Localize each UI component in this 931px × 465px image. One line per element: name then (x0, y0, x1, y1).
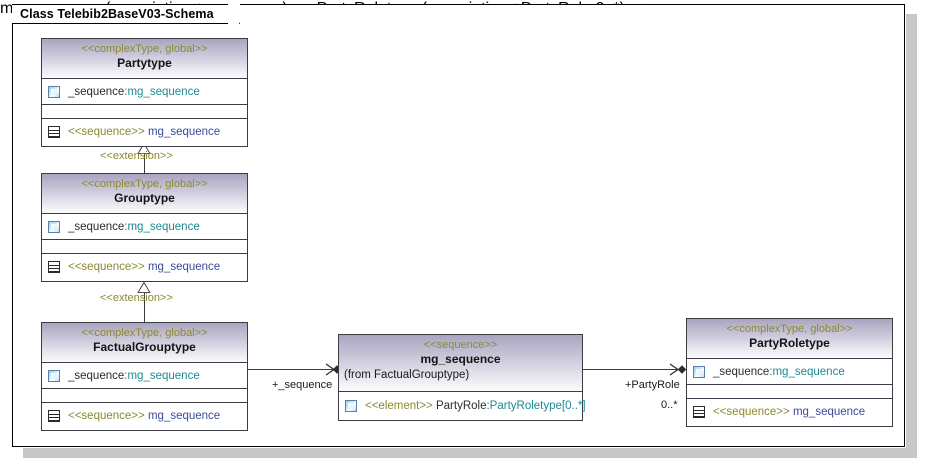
sequence-row-factualgrouptype[interactable]: <<sequence>> mg_sequence (42, 403, 247, 429)
class-header-mg-sequence: <<sequence>> mg_sequence (from FactualGr… (339, 335, 582, 392)
association-arrowhead-sequence (325, 363, 340, 376)
attribute-name-factualgrouptype: _sequence (68, 369, 125, 382)
class-box-factualgrouptype[interactable]: <<complexType, global>> FactualGrouptype… (41, 322, 248, 431)
sequence-icon (48, 410, 60, 422)
sequence-name-factualgrouptype: mg_sequence (147, 410, 221, 422)
association-arrowhead-partyrole (669, 363, 687, 376)
sequence-name-partytype: mg_sequence (147, 126, 221, 138)
stereotype-grouptype: <<complexType, global>> (81, 178, 208, 190)
attribute-type-grouptype: :mg_sequence (124, 220, 200, 233)
sequence-stereotype-partytype: <<sequence>> (68, 126, 145, 138)
element-text-mg-sequence: <<element>> PartyRole:PartyRoletype[0..*… (365, 399, 586, 413)
attribute-text-partyroletype: _sequence:mg_sequence (713, 365, 845, 379)
attribute-icon (48, 85, 60, 98)
element-type-mg-sequence: :PartyRoletype[0..*] (486, 400, 586, 412)
stereotype-factualgrouptype: <<complexType, global>> (81, 327, 208, 339)
classname-mg-sequence: mg_sequence (420, 352, 501, 366)
frame-shadow-bottom (23, 448, 917, 458)
classname-grouptype: Grouptype (114, 191, 175, 205)
association-role-sequence: +_sequence (272, 379, 333, 391)
association-role-partyrole: +PartyRole (625, 379, 680, 391)
attribute-type-factualgrouptype: :mg_sequence (124, 369, 200, 382)
empty-compartment-partytype (42, 105, 247, 119)
classname-partytype: Partytype (117, 56, 172, 70)
element-name-mg-sequence: PartyRole (435, 400, 487, 412)
class-header-grouptype: <<complexType, global>> Grouptype (42, 174, 247, 214)
sequence-name-grouptype: mg_sequence (147, 261, 221, 273)
sequence-icon (693, 406, 705, 418)
attribute-text-partytype: _sequence:mg_sequence (68, 85, 200, 99)
attribute-name-partyroletype: _sequence (713, 365, 770, 378)
attribute-type-partyroletype: :mg_sequence (769, 365, 845, 378)
sequence-text-factualgrouptype: <<sequence>> mg_sequence (68, 409, 220, 423)
sequence-row-partytype[interactable]: <<sequence>> mg_sequence (42, 119, 247, 145)
attribute-text-grouptype: _sequence:mg_sequence (68, 220, 200, 234)
stereotype-partyroletype: <<complexType, global>> (726, 323, 853, 335)
extension-line-factual-to-grouptype (144, 292, 145, 322)
class-box-partytype[interactable]: <<complexType, global>> Partytype _seque… (41, 38, 248, 147)
empty-compartment-grouptype (42, 240, 247, 254)
attribute-icon (48, 220, 60, 233)
sequence-icon (48, 126, 60, 138)
attribute-name-grouptype: _sequence (68, 220, 125, 233)
extension-arrowhead-grouptype (137, 281, 151, 293)
association-multiplicity-partyrole: 0..* (661, 399, 678, 411)
frame-name-label: Class Telebib2BaseV03-Schema (20, 7, 214, 21)
element-stereotype-mg-sequence: <<element>> (365, 400, 433, 412)
sequence-name-partyroletype: mg_sequence (792, 406, 866, 418)
attribute-name-partytype: _sequence (68, 85, 125, 98)
sequence-text-partytype: <<sequence>> mg_sequence (68, 125, 220, 139)
sequence-text-grouptype: <<sequence>> mg_sequence (68, 260, 220, 274)
attribute-icon (48, 369, 60, 382)
extension-label-2: <<extension>> (100, 292, 173, 304)
attribute-icon (345, 400, 357, 412)
owner-label-mg-sequence: (from FactualGrouptype) (344, 369, 470, 381)
attribute-type-partytype: :mg_sequence (124, 85, 200, 98)
empty-compartment-factualgrouptype (42, 389, 247, 403)
element-row-mg-sequence[interactable]: <<element>> PartyRole:PartyRoletype[0..*… (339, 392, 586, 420)
attribute-row-partyroletype[interactable]: _sequence:mg_sequence (687, 359, 892, 385)
association-line-sequence (248, 369, 336, 370)
tab-corner-fold (228, 4, 240, 25)
stereotype-partytype: <<complexType, global>> (81, 43, 208, 55)
frame-shadow-right (906, 14, 917, 458)
classname-partyroletype: PartyRoletype (749, 336, 830, 350)
sequence-stereotype-factualgrouptype: <<sequence>> (68, 410, 145, 422)
class-header-factualgrouptype: <<complexType, global>> FactualGrouptype (42, 323, 247, 363)
empty-compartment-partyroletype (687, 385, 892, 399)
sequence-stereotype-partyroletype: <<sequence>> (713, 406, 790, 418)
sequence-row-partyroletype[interactable]: <<sequence>> mg_sequence (687, 399, 892, 425)
class-box-mg-sequence[interactable]: <<sequence>> mg_sequence (from FactualGr… (338, 334, 586, 421)
frame-name-tab: Class Telebib2BaseV03-Schema (12, 4, 230, 24)
sequence-row-grouptype[interactable]: <<sequence>> mg_sequence (42, 254, 247, 280)
sequence-icon (48, 261, 60, 273)
class-header-partyroletype: <<complexType, global>> PartyRoletype (687, 319, 892, 359)
attribute-text-factualgrouptype: _sequence:mg_sequence (68, 369, 200, 383)
attribute-icon (693, 365, 705, 378)
extension-label-1: <<extension>> (100, 150, 173, 162)
sequence-stereotype-grouptype: <<sequence>> (68, 261, 145, 273)
extension-arrowhead-partytype (137, 142, 151, 154)
sequence-text-partyroletype: <<sequence>> mg_sequence (713, 405, 865, 419)
attribute-row-factualgrouptype[interactable]: _sequence:mg_sequence (42, 363, 247, 389)
class-box-grouptype[interactable]: <<complexType, global>> Grouptype _seque… (41, 173, 248, 282)
stereotype-mg-sequence: <<sequence>> (423, 339, 498, 351)
class-header-partytype: <<complexType, global>> Partytype (42, 39, 247, 79)
class-box-partyroletype[interactable]: <<complexType, global>> PartyRoletype _s… (686, 318, 893, 427)
extension-line-grouptype-to-partytype (144, 152, 145, 174)
classname-factualgrouptype: FactualGrouptype (93, 340, 196, 354)
association-line-partyrole (583, 369, 677, 370)
attribute-row-partytype[interactable]: _sequence:mg_sequence (42, 79, 247, 105)
attribute-row-grouptype[interactable]: _sequence:mg_sequence (42, 214, 247, 240)
